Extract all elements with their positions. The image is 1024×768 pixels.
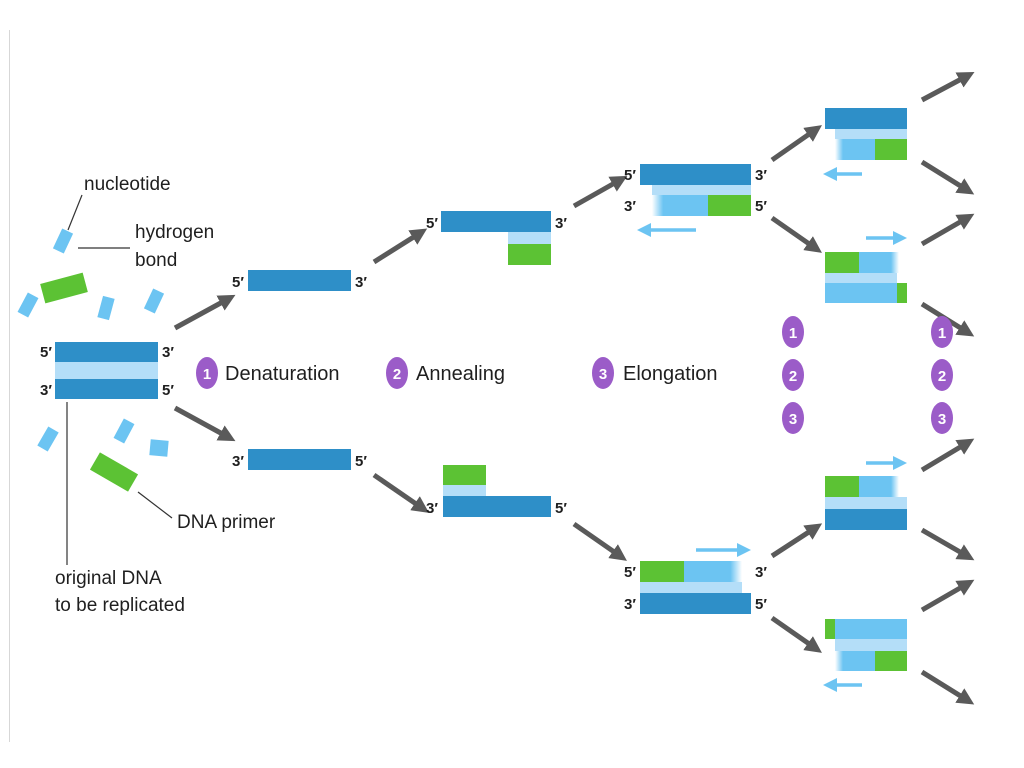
- step-2-label: Annealing: [416, 363, 505, 385]
- arrow-icon: [770, 615, 822, 653]
- arrow-icon: [920, 579, 975, 613]
- bottom-strand: [55, 379, 158, 399]
- arrow-icon: [572, 175, 628, 209]
- top-strand: [55, 342, 158, 362]
- end-label: 3′: [555, 215, 567, 232]
- label-hydrogen: hydrogen: [135, 222, 214, 243]
- arrow-icon: [173, 294, 236, 331]
- arrow-icon: [770, 523, 823, 559]
- cycle3-step-3-badge: [931, 402, 953, 434]
- primer-piece: [40, 272, 88, 304]
- end-label: 3′: [232, 453, 244, 470]
- free-nucleotides: [17, 228, 169, 457]
- cycle3-step-1-number: 1: [938, 325, 946, 342]
- cycle2-step-3-badge: [782, 402, 804, 434]
- end-label: 5′: [426, 215, 438, 232]
- original-dna: [55, 342, 158, 399]
- end-label: 5′: [232, 274, 244, 291]
- arrow-icon: [920, 213, 975, 247]
- cycle2-step-1-number: 1: [789, 325, 797, 342]
- arrow-icon: [920, 71, 975, 103]
- arrow-icon: [572, 521, 627, 561]
- nucleotide-icon: [143, 288, 165, 314]
- step-1-badge: [196, 357, 218, 389]
- elongation-bottom: [640, 543, 751, 614]
- arrow-icon: [372, 228, 428, 265]
- cycle2-step-2-number: 2: [789, 368, 797, 385]
- arrow-icon: [920, 527, 975, 561]
- hydrogen-bonds: [55, 362, 158, 379]
- nucleotide-icon: [17, 292, 39, 318]
- step-1-number: 1: [203, 366, 211, 383]
- arrow-icon: [920, 159, 975, 195]
- product-1: [823, 108, 907, 181]
- elongation-top: [637, 164, 751, 237]
- free-primers: [40, 272, 139, 492]
- cycle2-step-3-number: 3: [789, 411, 797, 428]
- cycle3-step-2-badge: [931, 359, 953, 391]
- denatured-strand-top: [248, 270, 351, 291]
- nucleotide-icon: [52, 228, 74, 254]
- end-label: 5′: [755, 198, 767, 215]
- cycle3-step-1-badge: [931, 316, 953, 348]
- arrow-icon: [770, 215, 822, 253]
- arrow-icon: [372, 472, 430, 513]
- product-3: [825, 456, 907, 530]
- end-label: 3′: [355, 274, 367, 291]
- end-label: 3′: [162, 344, 174, 361]
- end-label: 5′: [755, 596, 767, 613]
- label-to-be-replicated: to be replicated: [55, 595, 185, 616]
- end-label: 5′: [624, 564, 636, 581]
- frame-left-border: [9, 30, 10, 742]
- end-label: 3′: [755, 167, 767, 184]
- cycle3-step-2-number: 2: [938, 368, 946, 385]
- arrow-icon: [920, 438, 975, 473]
- end-label: 3′: [426, 500, 438, 517]
- nucleotide-icon: [149, 439, 169, 457]
- step-1-label: Denaturation: [225, 363, 340, 385]
- arrow-icon: [920, 669, 975, 705]
- end-label: 3′: [40, 382, 52, 399]
- step-2-badge: [386, 357, 408, 389]
- end-label: 3′: [624, 198, 636, 215]
- annealed-top: [441, 211, 551, 265]
- process-arrows: [173, 71, 975, 705]
- primer-piece: [89, 452, 139, 492]
- end-label: 3′: [755, 564, 767, 581]
- step-3-number: 3: [599, 366, 607, 383]
- label-dna-primer: DNA primer: [177, 512, 276, 533]
- step-badges: [196, 316, 953, 434]
- label-original-dna: original DNA: [55, 568, 162, 589]
- nucleotide-icon: [97, 295, 115, 321]
- step-2-number: 2: [393, 366, 401, 383]
- denatured-strand-bottom: [248, 449, 351, 470]
- step-3-badge: [592, 357, 614, 389]
- end-label: 3′: [624, 596, 636, 613]
- product-2: [825, 231, 907, 303]
- step-3-label: Elongation: [623, 363, 718, 385]
- cycle3-step-3-number: 3: [938, 411, 946, 428]
- end-label: 5′: [555, 500, 567, 517]
- strand-end-labels: 5′ 3′ 3′ 5′ 5′ 3′ 3′ 5′ 5′ 3′ 3′ 5′ 5′ 3…: [40, 167, 767, 613]
- label-bond: bond: [135, 250, 177, 271]
- arrow-icon: [770, 125, 822, 163]
- end-label: 5′: [355, 453, 367, 470]
- cycle2-step-1-badge: [782, 316, 804, 348]
- cycle2-step-2-badge: [782, 359, 804, 391]
- annealed-bottom: [443, 465, 551, 517]
- product-4: [823, 619, 907, 692]
- end-label: 5′: [624, 167, 636, 184]
- label-nucleotide: nucleotide: [84, 174, 171, 195]
- arrow-icon: [173, 405, 236, 442]
- label-leader-lines: [66, 194, 173, 565]
- nucleotide-icon: [37, 426, 59, 452]
- step-badge-numbers: 1 2 3 1 2 3 1 2 3: [203, 325, 946, 428]
- end-label: 5′: [40, 344, 52, 361]
- nucleotide-icon: [113, 418, 135, 444]
- end-label: 5′: [162, 382, 174, 399]
